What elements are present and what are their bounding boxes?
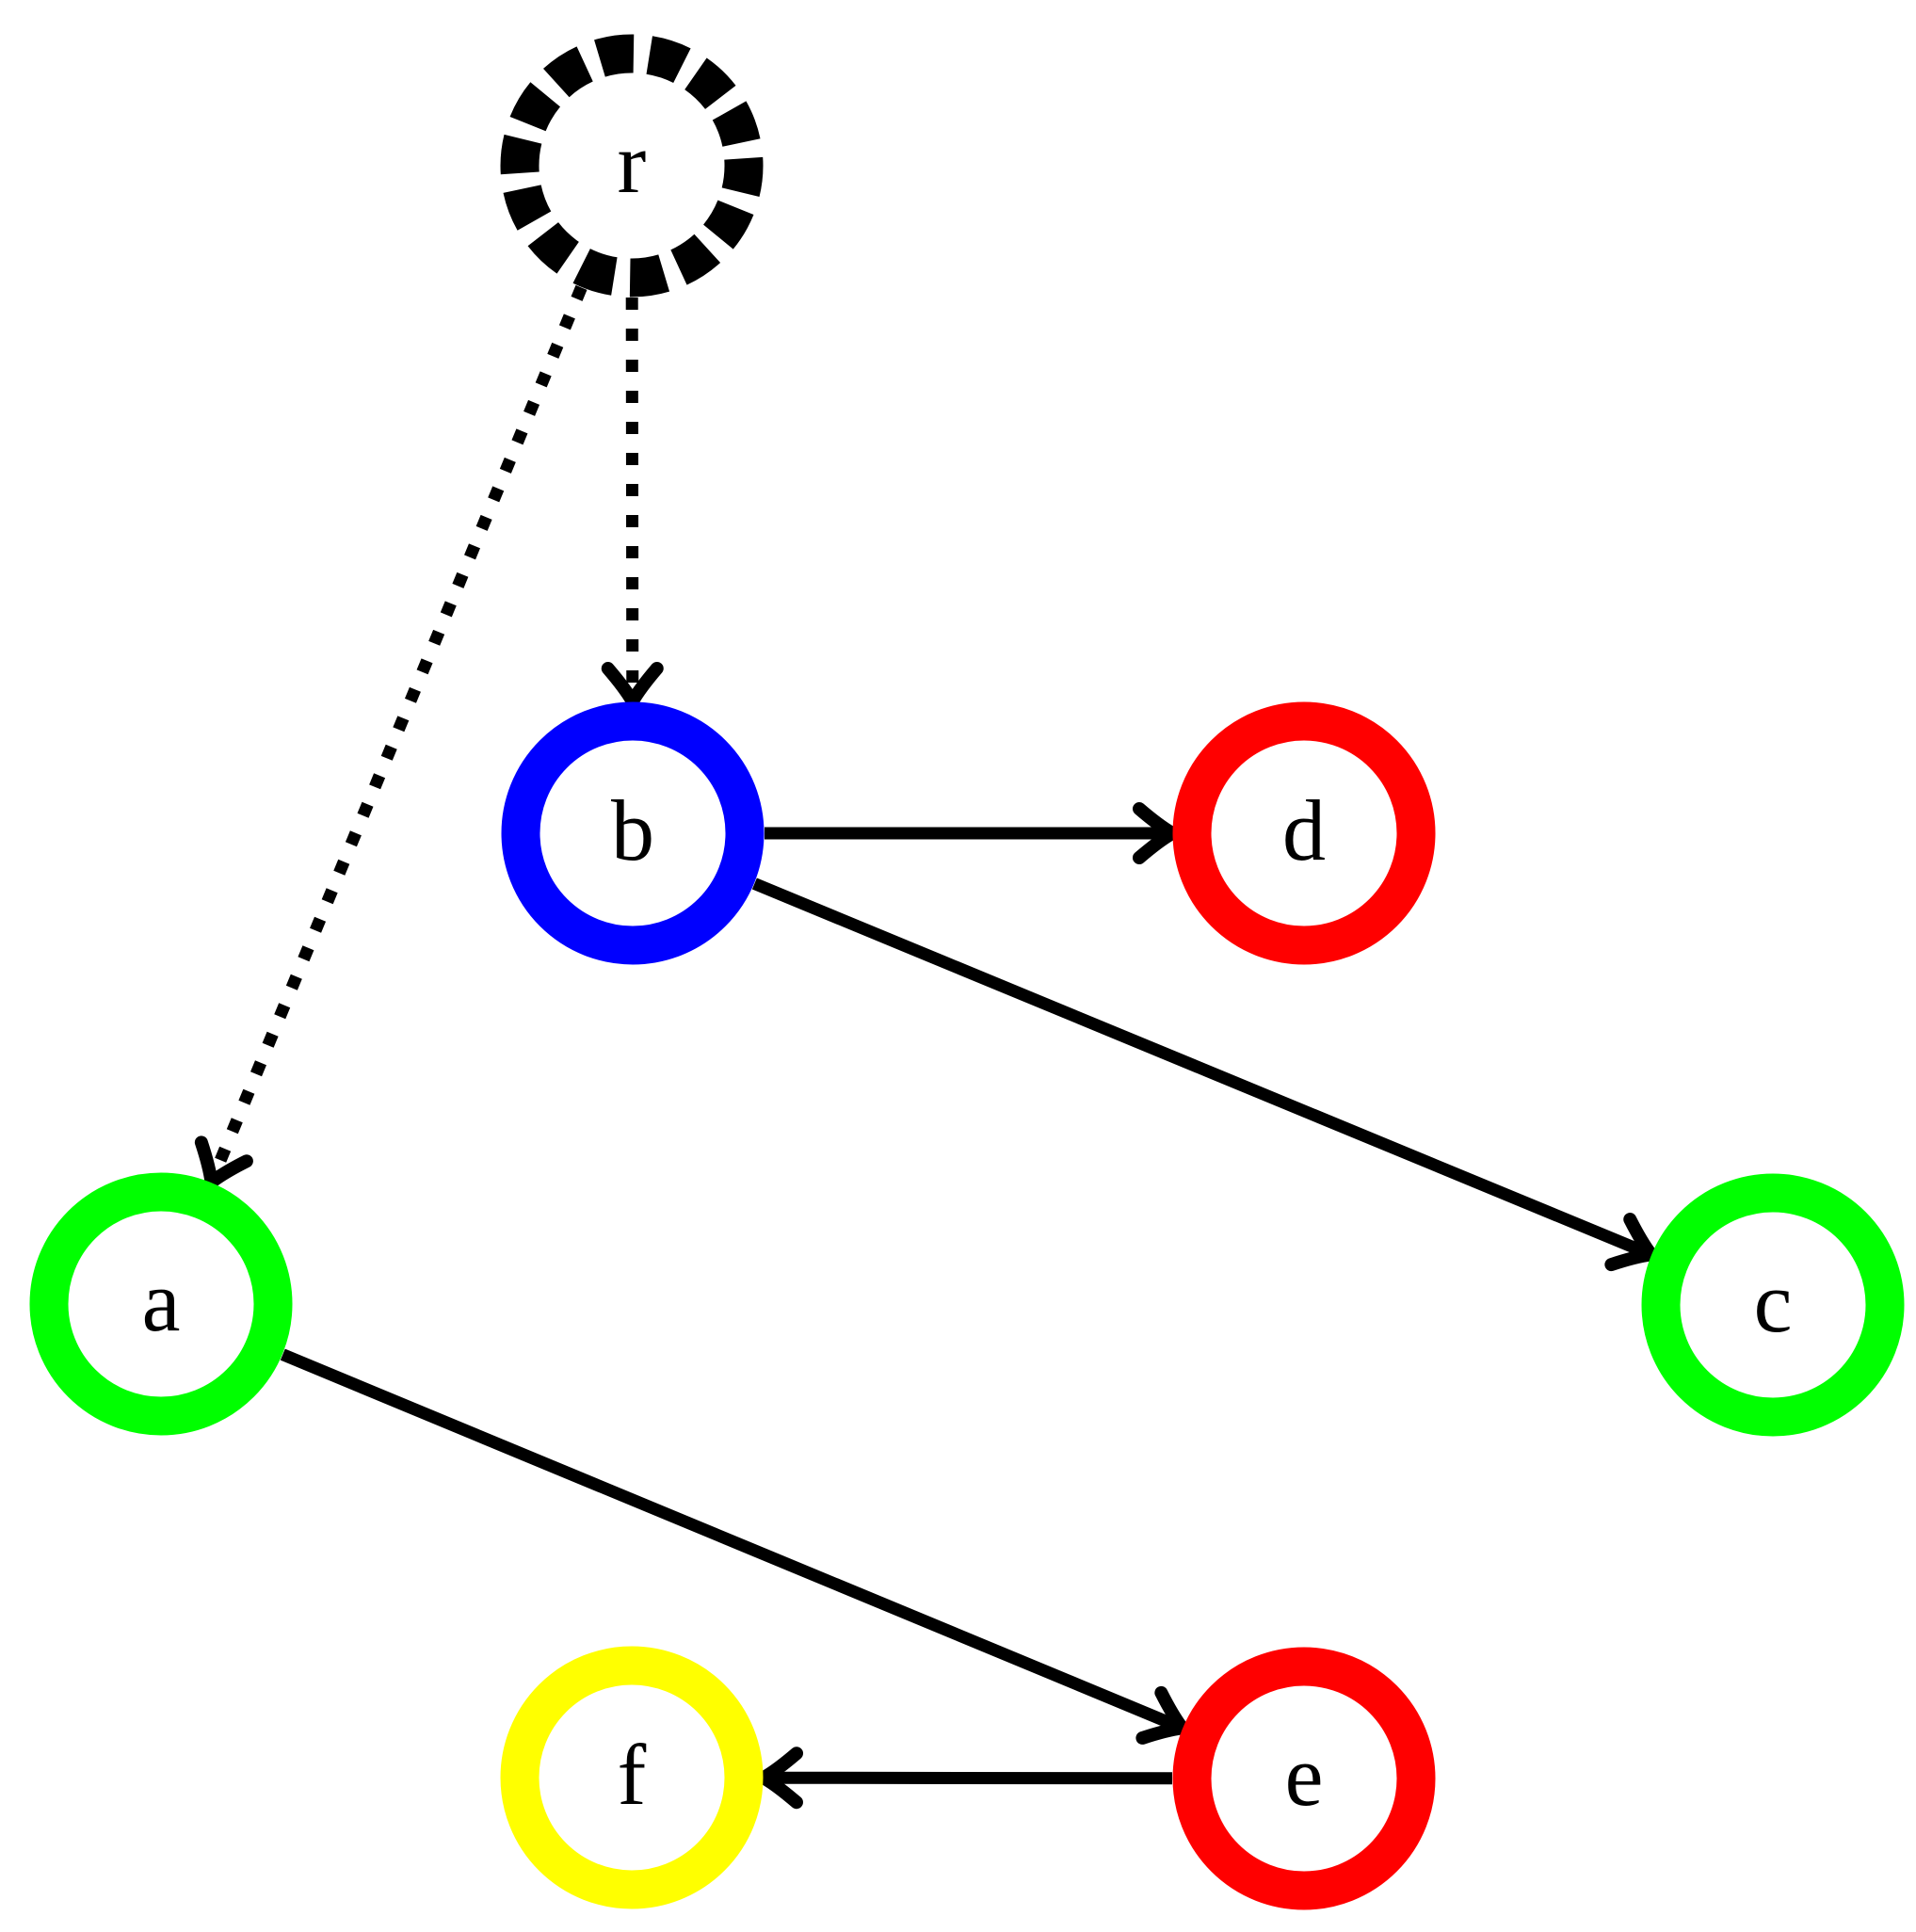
edge-b-to-c: [751, 877, 1658, 1272]
node-f-ring: [500, 1646, 764, 1909]
edge-r-to-b: [601, 297, 664, 709]
node-f-label: f: [618, 1727, 647, 1823]
node-layer: r b d a c f e: [29, 34, 1905, 1910]
node-e: e: [1172, 1647, 1436, 1910]
node-d-label: d: [1282, 782, 1326, 878]
node-b-label: b: [611, 782, 654, 878]
node-a-label: a: [142, 1253, 181, 1349]
node-b-ring: [501, 701, 765, 965]
node-e-ring: [1172, 1647, 1436, 1910]
node-d-ring: [1172, 701, 1436, 965]
edge-e-to-f: [756, 1747, 1173, 1810]
node-c-label: c: [1754, 1254, 1793, 1350]
node-f: f: [500, 1646, 764, 1909]
node-b: b: [501, 701, 765, 965]
node-r: r: [500, 34, 764, 298]
edge-layer: [194, 284, 1658, 1810]
node-c: c: [1641, 1173, 1905, 1437]
node-a: a: [29, 1172, 293, 1436]
edge-a-to-e: [280, 1348, 1189, 1745]
node-r-label: r: [618, 115, 647, 211]
edge-r-to-a: [194, 284, 588, 1189]
node-r-ring: [500, 34, 764, 298]
node-e-label: e: [1285, 1728, 1324, 1824]
node-c-ring: [1641, 1173, 1905, 1437]
node-d: d: [1172, 701, 1436, 965]
node-a-ring: [29, 1172, 293, 1436]
